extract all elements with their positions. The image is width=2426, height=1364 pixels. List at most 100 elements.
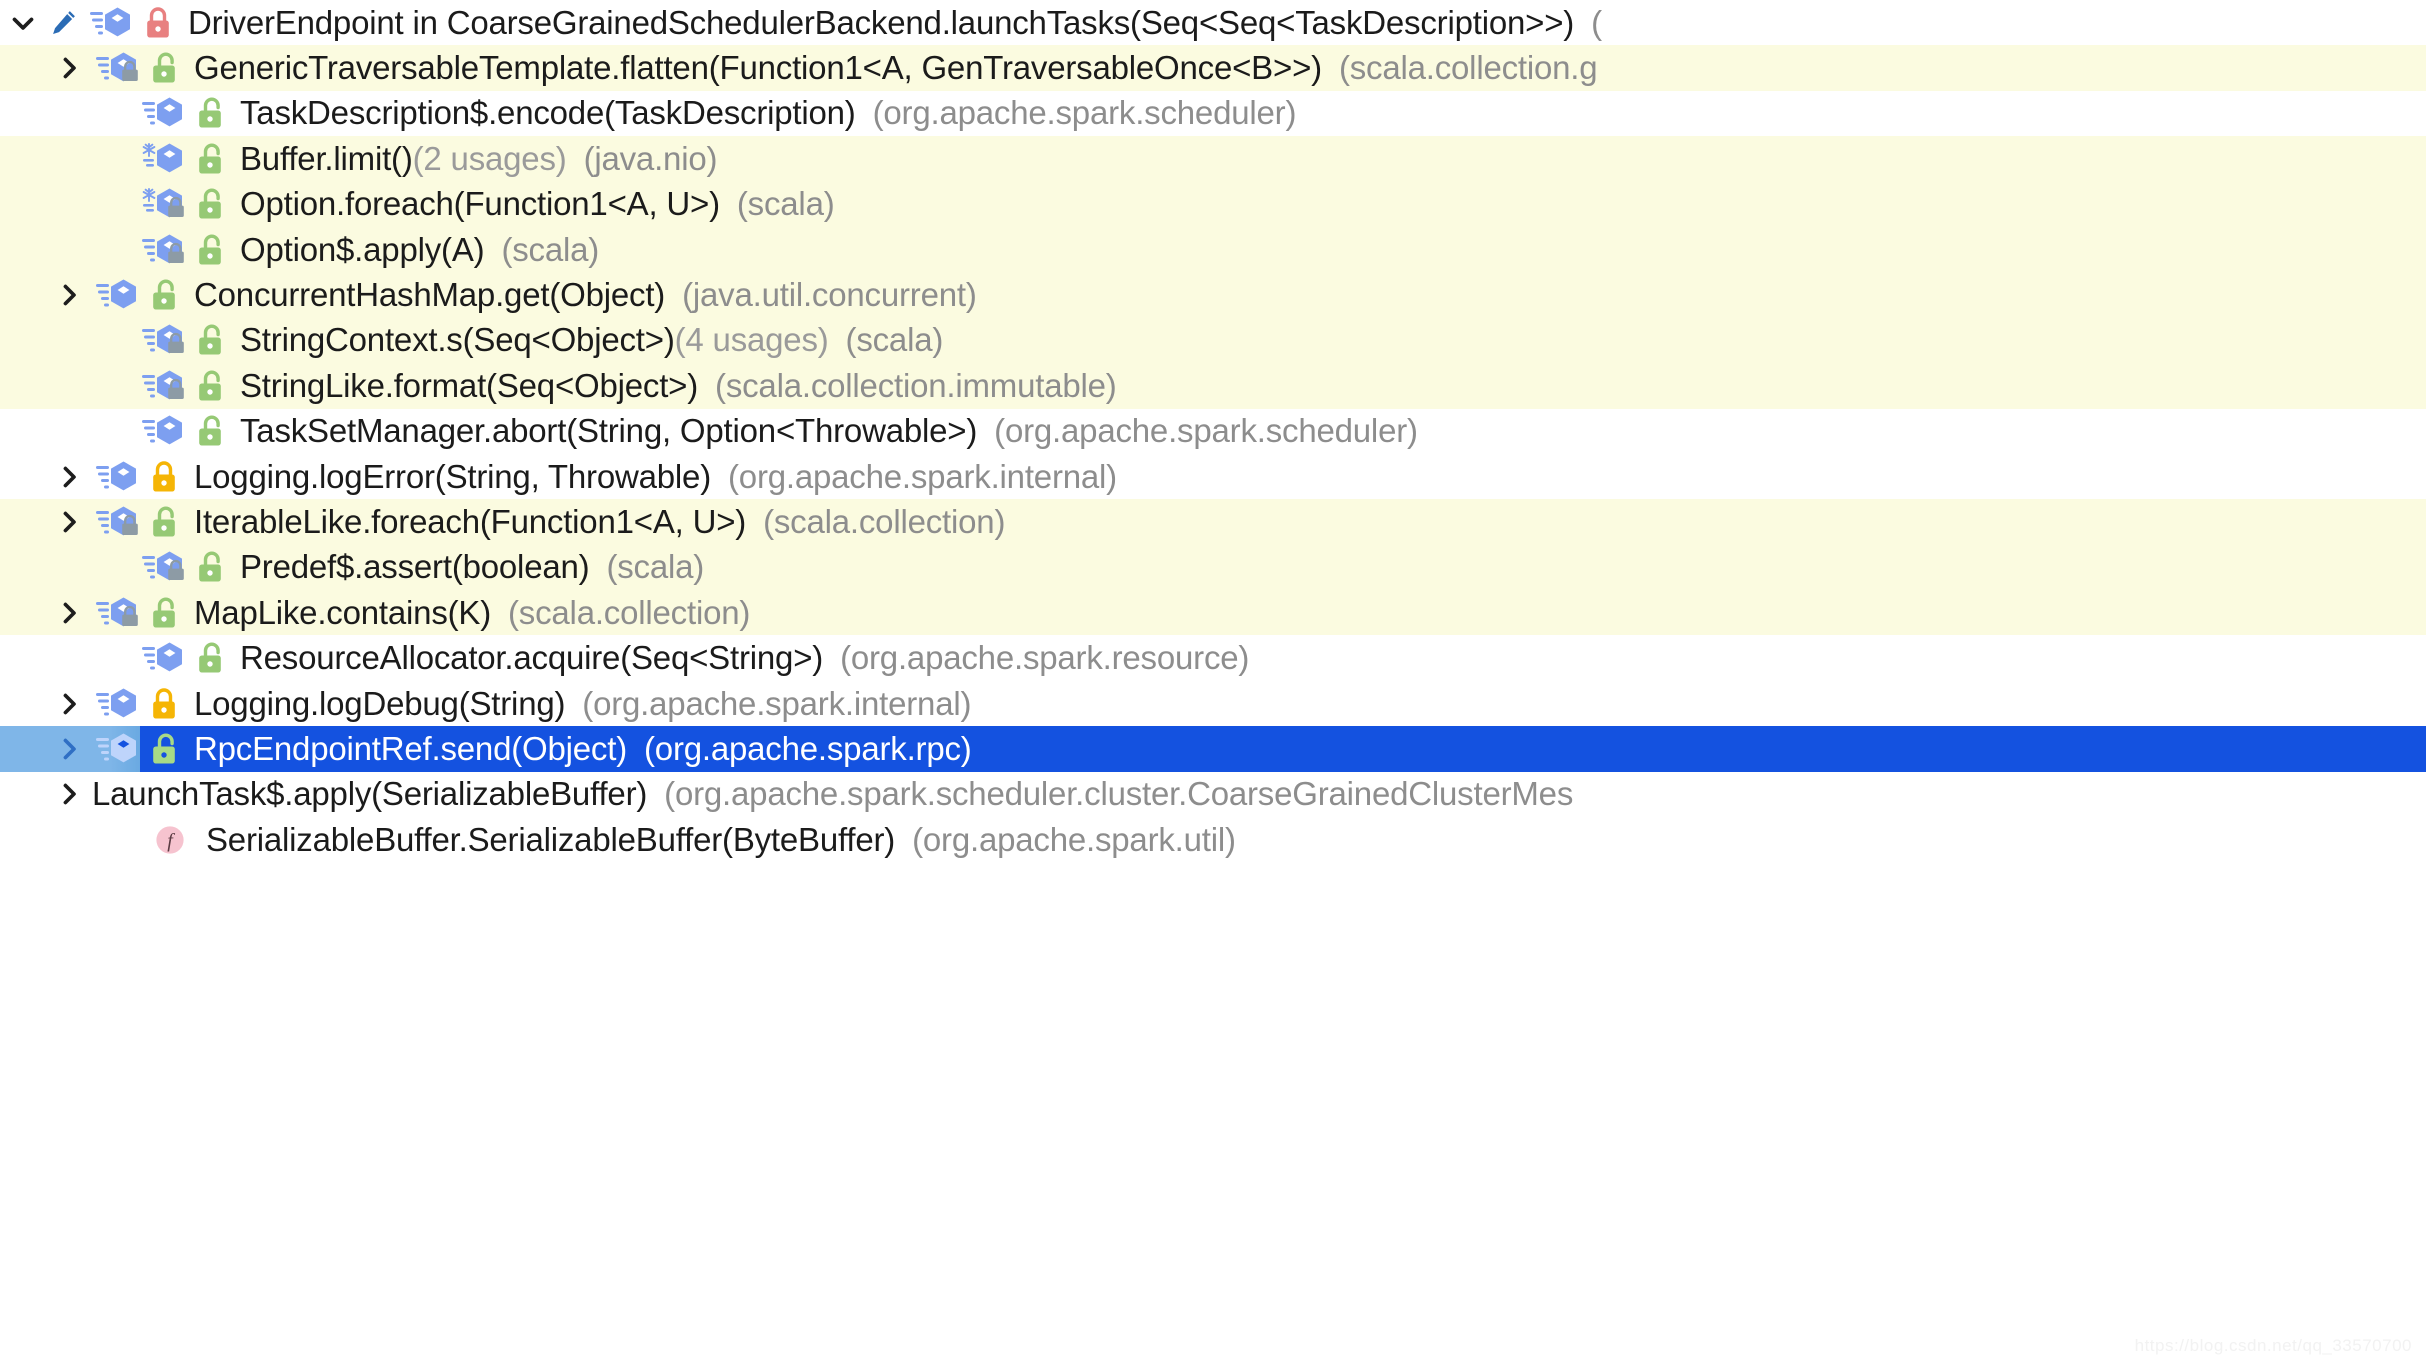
- pencil-icon: [46, 6, 80, 40]
- row-label: ConcurrentHashMap.get(Object) (java.util.…: [194, 276, 977, 314]
- row-label: Buffer.limit()(2 usages)(java.nio): [240, 140, 717, 178]
- chevron-right-icon[interactable]: [46, 499, 92, 544]
- method-icon: [92, 682, 140, 726]
- row-label: RpcEndpointRef.send(Object) (org.apache.s…: [194, 730, 972, 768]
- lock-public-icon: [148, 502, 180, 542]
- member-signature: RpcEndpointRef.send(Object): [194, 729, 627, 767]
- indent-spacer: [0, 839, 92, 840]
- lock-public-icon: [148, 729, 180, 769]
- chevron-right-icon[interactable]: [46, 726, 92, 771]
- package-name: (java.nio): [583, 139, 718, 177]
- row-icons: [138, 409, 226, 454]
- row-icons: [92, 454, 180, 499]
- row-label: SerializableBuffer.SerializableBuffer(By…: [206, 821, 1236, 859]
- package-name: (scala): [606, 548, 705, 586]
- library-lock-badge-icon: [165, 331, 187, 360]
- row-icons: [92, 273, 180, 318]
- twisty-placeholder: [92, 363, 138, 408]
- indent-spacer: [0, 158, 92, 159]
- member-signature: StringContext.s(Seq<Object>): [240, 321, 675, 359]
- row-icons: [138, 136, 226, 181]
- method-icon: [92, 591, 140, 635]
- chevron-right-icon[interactable]: [46, 273, 92, 318]
- library-lock-badge-icon: [119, 604, 141, 633]
- indent-spacer: [0, 340, 92, 341]
- member-signature: StringLike.format(Seq<Object>): [240, 366, 699, 404]
- member-signature: TaskSetManager.abort(String, Option<Thro…: [240, 412, 978, 450]
- indent-spacer: [0, 612, 46, 613]
- row-icons: [138, 91, 226, 136]
- member-signature: TaskDescription$.encode(TaskDescription): [240, 94, 856, 132]
- tree-row[interactable]: TaskSetManager.abort(String, Option<Thro…: [0, 409, 2426, 454]
- package-name: (org.apache.spark.resource): [840, 639, 1250, 677]
- chevron-right-icon[interactable]: [46, 772, 92, 817]
- method-icon: [138, 545, 186, 589]
- row-label: Logging.logDebug(String)(org.apache.spar…: [194, 685, 971, 723]
- member-signature: ConcurrentHashMap.get(Object): [194, 276, 666, 314]
- method-icon: [86, 1, 134, 45]
- tree-row[interactable]: DriverEndpoint in CoarseGrainedScheduler…: [0, 0, 2426, 45]
- method-icon: [92, 500, 140, 544]
- tree-row[interactable]: MapLike.contains(K)(scala.collection): [0, 590, 2426, 636]
- package-name: (java.util.concurrent): [682, 276, 977, 314]
- row-icons: [92, 499, 180, 544]
- member-signature: SerializableBuffer.SerializableBuffer(By…: [206, 820, 896, 858]
- tree-row[interactable]: StringLike.format(Seq<Object>)(scala.col…: [0, 363, 2426, 409]
- member-signature: Logging.logError(String, Throwable): [194, 457, 711, 495]
- lock-public-icon: [148, 593, 180, 633]
- tree-row[interactable]: Buffer.limit()(2 usages)(java.nio): [0, 136, 2426, 182]
- lock-public-icon: [194, 139, 226, 179]
- tree-row[interactable]: ResourceAllocator.acquire(Seq<String>)(o…: [0, 635, 2426, 680]
- twisty-placeholder: [92, 545, 138, 590]
- method-icon: [92, 273, 140, 317]
- indent-spacer: [0, 249, 92, 250]
- row-label: DriverEndpoint in CoarseGrainedScheduler…: [188, 4, 1602, 42]
- tree-row[interactable]: LaunchTask$.apply(SerializableBuffer)(or…: [0, 772, 2426, 817]
- package-name: (org.apache.spark.internal): [728, 457, 1117, 495]
- row-icons: [138, 227, 226, 272]
- chevron-right-icon[interactable]: [46, 590, 92, 635]
- library-lock-badge-icon: [119, 59, 141, 88]
- method-icon: [138, 228, 186, 272]
- method-icon: [92, 455, 140, 499]
- package-name: (org.apache.spark.util): [912, 820, 1236, 858]
- row-label: ResourceAllocator.acquire(Seq<String>)(o…: [240, 639, 1249, 677]
- indent-spacer: [0, 703, 46, 704]
- tree-row[interactable]: TaskDescription$.encode(TaskDescription)…: [0, 91, 2426, 136]
- indent-spacer: [0, 658, 92, 659]
- lock-public-icon: [194, 230, 226, 270]
- tree-row[interactable]: Option.foreach(Function1<A, U>)(scala): [0, 181, 2426, 227]
- library-lock-badge-icon: [165, 558, 187, 587]
- method-icon: [138, 409, 186, 453]
- tree-row[interactable]: Predef$.assert(boolean)(scala): [0, 544, 2426, 591]
- chevron-right-icon[interactable]: [46, 454, 92, 499]
- row-label: TaskDescription$.encode(TaskDescription)…: [240, 94, 1296, 132]
- tree-row[interactable]: GenericTraversableTemplate.flatten(Funct…: [0, 45, 2426, 91]
- library-lock-badge-icon: [119, 513, 141, 542]
- chevron-right-icon[interactable]: [46, 46, 92, 91]
- tree-row[interactable]: ConcurrentHashMap.get(Object) (java.util.…: [0, 272, 2426, 318]
- usage-count: (4 usages): [674, 321, 829, 359]
- method-icon: [138, 636, 186, 680]
- tree-row[interactable]: Logging.logError(String, Throwable) (org.…: [0, 454, 2426, 499]
- twisty-placeholder: [92, 409, 138, 454]
- lock-public-icon: [148, 275, 180, 315]
- row-label: Logging.logError(String, Throwable) (org.…: [194, 458, 1117, 496]
- library-lock-badge-icon: [165, 241, 187, 270]
- lock-public-icon: [148, 48, 180, 88]
- tree-row[interactable]: RpcEndpointRef.send(Object) (org.apache.s…: [0, 726, 2426, 772]
- package-name: (org.apache.spark.rpc): [644, 729, 972, 767]
- library-lock-badge-icon: [165, 377, 187, 406]
- package-name: (scala.collection): [508, 593, 751, 631]
- tree-row[interactable]: IterableLike.foreach(Function1<A, U>)(sc…: [0, 499, 2426, 545]
- tree-row[interactable]: Logging.logDebug(String)(org.apache.spar…: [0, 681, 2426, 726]
- chevron-right-icon[interactable]: [46, 681, 92, 726]
- tree-row[interactable]: Option$.apply(A)(scala): [0, 226, 2426, 273]
- indent-spacer: [0, 204, 92, 205]
- lock-public-icon: [194, 547, 226, 587]
- tree-row[interactable]: StringContext.s(Seq<Object>)(4 usages)(s…: [0, 317, 2426, 364]
- library-lock-badge-icon: [165, 195, 187, 224]
- chevron-down-icon[interactable]: [0, 0, 46, 45]
